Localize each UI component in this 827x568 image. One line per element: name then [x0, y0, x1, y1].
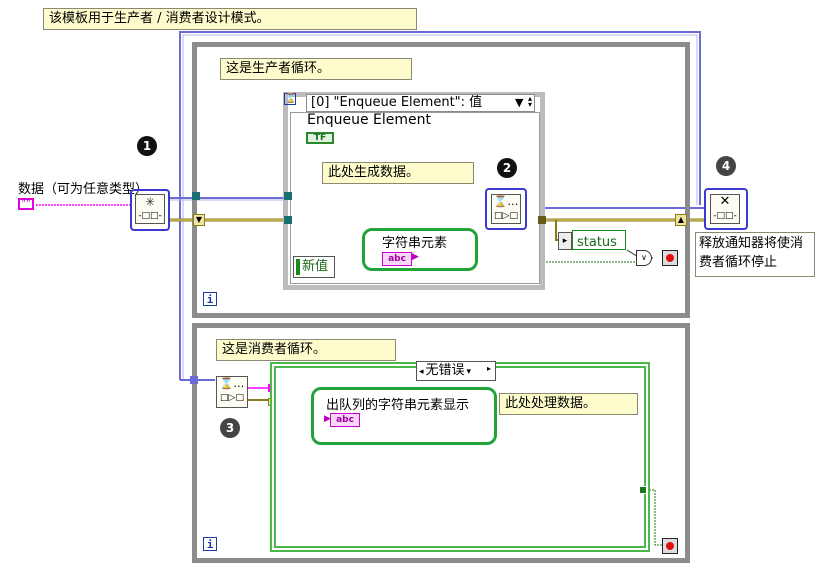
event-case-item: Enqueue Element	[307, 112, 431, 128]
producer-tunnel-in	[192, 192, 200, 200]
event-case-selector-text: [0] "Enqueue Element": 值	[311, 95, 483, 110]
notifier-refnum-wire	[179, 31, 701, 380]
dequeued-element-ring	[311, 387, 497, 445]
release-notifier-ring	[704, 188, 748, 230]
string-element-const: abc	[382, 252, 412, 266]
marker-3: 3	[220, 418, 240, 438]
consumer-tunnel-in	[190, 376, 198, 384]
queue-icon: □▷□	[220, 393, 244, 403]
status-label: status	[577, 235, 617, 250]
marker-4: 4	[716, 156, 736, 176]
status-indicator: status	[572, 230, 626, 250]
release-note: 释放通知器将使消费者循环停止	[695, 232, 815, 277]
new-value-label: 新值	[302, 259, 329, 274]
data-control-label: 数据（可为任意类型）	[18, 182, 149, 197]
string-control[interactable]: ""	[18, 198, 34, 210]
case-selector[interactable]: ◂无错误▾	[416, 361, 496, 381]
consumer-while-loop[interactable]	[192, 323, 690, 563]
event-tunnel-left2	[284, 216, 292, 224]
dequeued-element-indicator: abc	[330, 413, 360, 427]
consumer-iteration-terminal: i	[203, 537, 217, 551]
hourglass-icon: ⌛…	[493, 195, 519, 208]
marker-1: 1	[137, 136, 157, 156]
producer-iteration-terminal: i	[203, 292, 217, 306]
event-case-selector[interactable]: [0] "Enqueue Element": 值	[306, 94, 535, 112]
unbundle-node: ▸	[558, 232, 572, 250]
or-gate: ∨	[636, 250, 652, 266]
case-selector-text: 无错误	[425, 363, 465, 378]
event-timeout-icon: ⌛	[284, 93, 297, 105]
producer-error-shift-left: ▼	[193, 214, 205, 226]
consumer-note: 这是消费者循环。	[216, 339, 396, 361]
string-element-ring	[362, 228, 478, 271]
release-notifier-node[interactable]: ✕ -□□-	[710, 194, 740, 224]
string-element-arrow: ▶	[412, 252, 419, 262]
event-tunnel-left	[284, 192, 292, 200]
bool-indicator: TF	[306, 132, 334, 144]
producer-error-shift-right: ▲	[675, 214, 687, 226]
queue-icon: □▷□	[494, 211, 518, 221]
notifier-star-icon: ✳	[144, 195, 156, 209]
queue-icon: -□□-	[138, 211, 162, 221]
obtain-notifier-node[interactable]: ✳ -□□-	[135, 194, 165, 224]
send-notification-ring	[485, 188, 527, 230]
wait-notification-node[interactable]: ⌛… □▷□	[216, 376, 248, 408]
producer-while-loop[interactable]	[192, 42, 690, 318]
case-decrement-icon[interactable]: ◂	[419, 367, 424, 377]
selector-dropdown-icon[interactable]: ▼	[515, 96, 524, 109]
producer-stop-terminal	[662, 250, 678, 266]
case-selector-arrow[interactable]: ▸	[487, 364, 492, 373]
consumer-stop-terminal	[662, 538, 678, 554]
template-note: 该模板用于生产者 / 消费者设计模式。	[43, 8, 417, 30]
new-value-node: 新值	[293, 256, 335, 278]
queue-icon: -□□-	[713, 211, 737, 221]
selector-increment-icon[interactable]: ▴▾	[528, 94, 533, 109]
release-note-text: 释放通知器将使消费者循环停止	[699, 236, 804, 270]
case-tunnel-right	[639, 486, 647, 494]
process-data-note: 此处处理数据。	[499, 393, 638, 415]
close-icon: ✕	[719, 194, 731, 209]
producer-note: 这是生产者循环。	[220, 58, 412, 80]
obtain-notifier-ring	[130, 189, 170, 231]
marker-2: 2	[497, 158, 517, 178]
generate-data-note: 此处生成数据。	[322, 162, 474, 184]
hourglass-icon: ⌛…	[219, 377, 245, 390]
event-tunnel-right	[538, 216, 546, 224]
dequeued-element-arrow: ▶	[324, 414, 331, 424]
dequeued-element-label: 出队列的字符串元素显示	[326, 398, 470, 413]
send-notification-node[interactable]: ⌛… □▷□	[491, 194, 521, 224]
string-element-label: 字符串元素	[382, 236, 448, 251]
case-dropdown-icon[interactable]: ▾	[466, 367, 472, 377]
